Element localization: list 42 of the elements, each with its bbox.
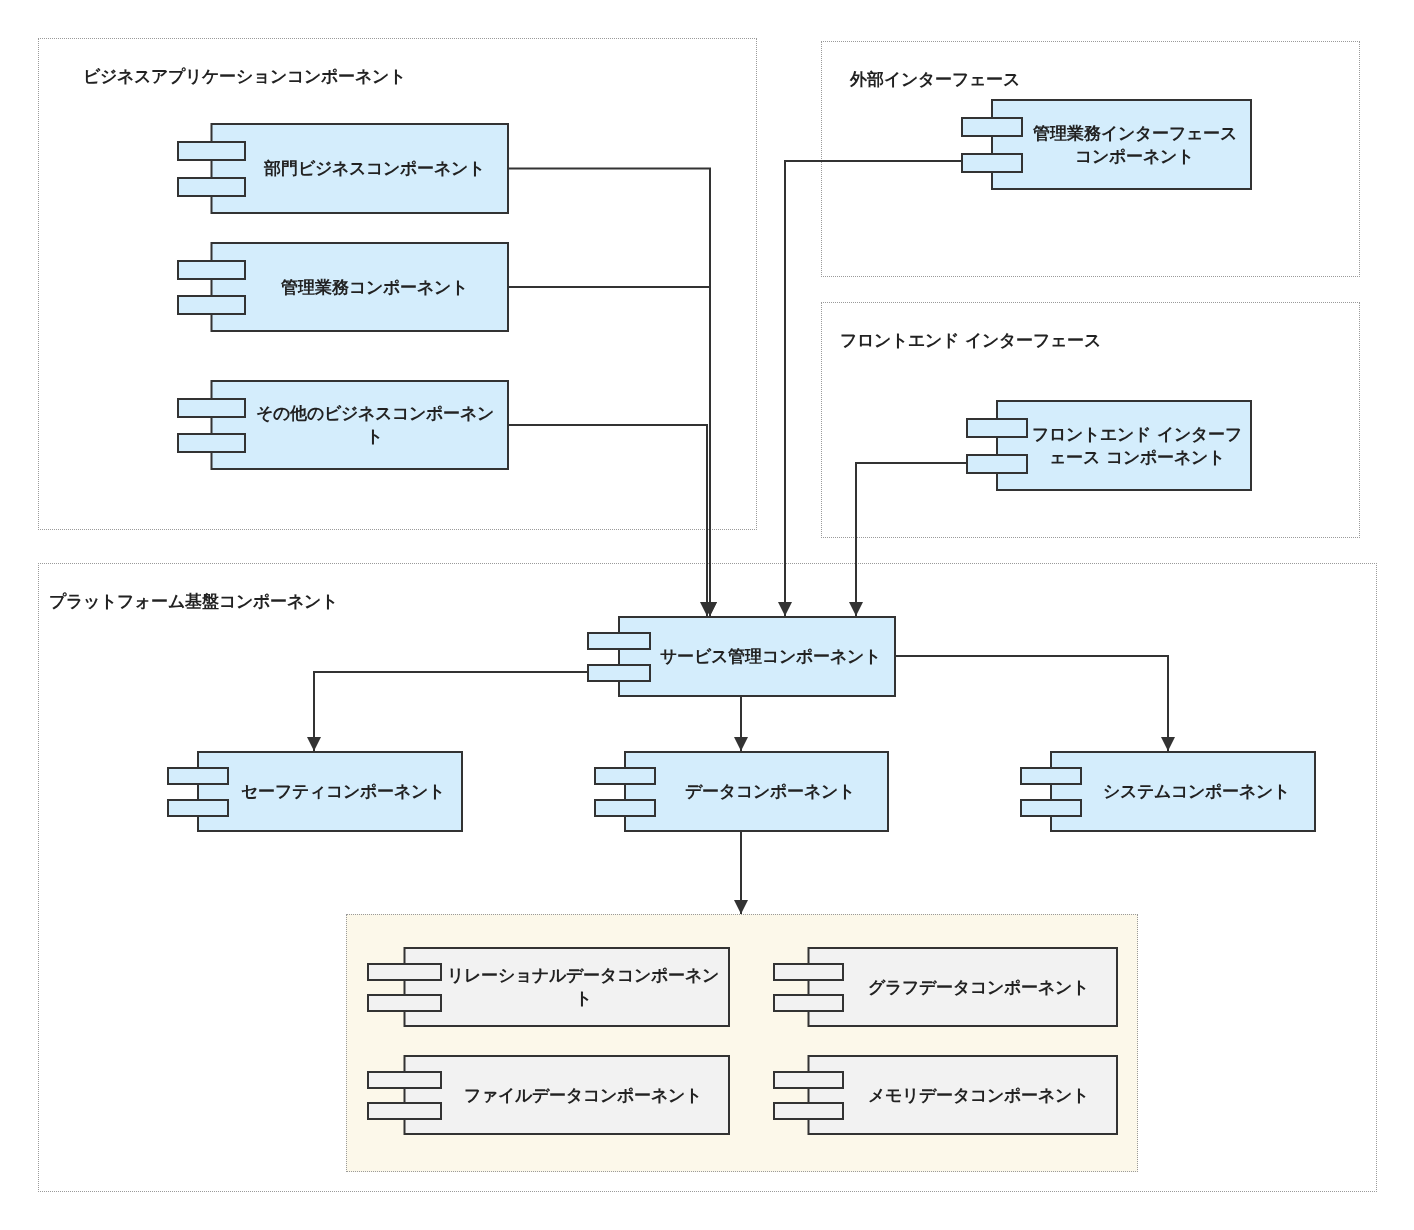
arrow: [734, 831, 748, 915]
component-label: フロントエンド インターフェース コンポーネント: [1031, 422, 1243, 469]
component-box: [177, 242, 509, 332]
component-box: [587, 616, 896, 697]
component-box: [177, 380, 509, 470]
component-label: リレーショナルデータコンポーネント: [446, 964, 720, 1010]
component-box: [177, 123, 509, 214]
component-box: [167, 751, 463, 832]
arrow: [778, 160, 962, 617]
component-label: システムコンポーネント: [1102, 780, 1290, 803]
group-frame: [821, 302, 1360, 538]
arrow: [895, 655, 1175, 752]
component-label: メモリデータコンポーネント: [867, 1083, 1089, 1107]
group-heading: フロントエンド インターフェース: [840, 329, 1101, 352]
component-label: データコンポーネント: [684, 780, 855, 803]
arrow: [849, 462, 967, 617]
component-box: [773, 947, 1118, 1027]
component-box: [773, 1055, 1118, 1135]
component-label: ファイルデータコンポーネント: [464, 1083, 702, 1107]
component-label: グラフデータコンポーネント: [867, 975, 1089, 999]
arrow: [734, 696, 748, 752]
component-label: 部門ビジネスコンポーネント: [264, 157, 485, 180]
group-heading: ビジネスアプリケーションコンポーネント: [83, 65, 406, 88]
group-heading: プラットフォーム基盤コンポーネント: [49, 590, 338, 613]
component-label: 管理業務インターフェースコンポーネント: [1031, 121, 1238, 168]
group-heading: 外部インターフェース: [850, 68, 1020, 91]
group-frame: [38, 38, 757, 530]
component-label: 管理業務コンポーネント: [281, 275, 468, 299]
group-panel: [346, 914, 1138, 1172]
component-box: [594, 751, 889, 832]
component-box: [966, 400, 1252, 491]
group-frame: [821, 41, 1360, 277]
component-box: [367, 947, 730, 1027]
component-label: サービス管理コンポーネント: [660, 645, 881, 668]
arrow: [508, 286, 717, 617]
component-label: セーフティコンポーネント: [241, 780, 445, 803]
component-box: [1020, 751, 1316, 832]
arrow: [307, 671, 588, 752]
group-frame: [38, 563, 1377, 1192]
component-box: [367, 1055, 730, 1135]
component-label: その他のビジネスコンポーネント: [254, 402, 495, 448]
component-box: [961, 99, 1252, 190]
